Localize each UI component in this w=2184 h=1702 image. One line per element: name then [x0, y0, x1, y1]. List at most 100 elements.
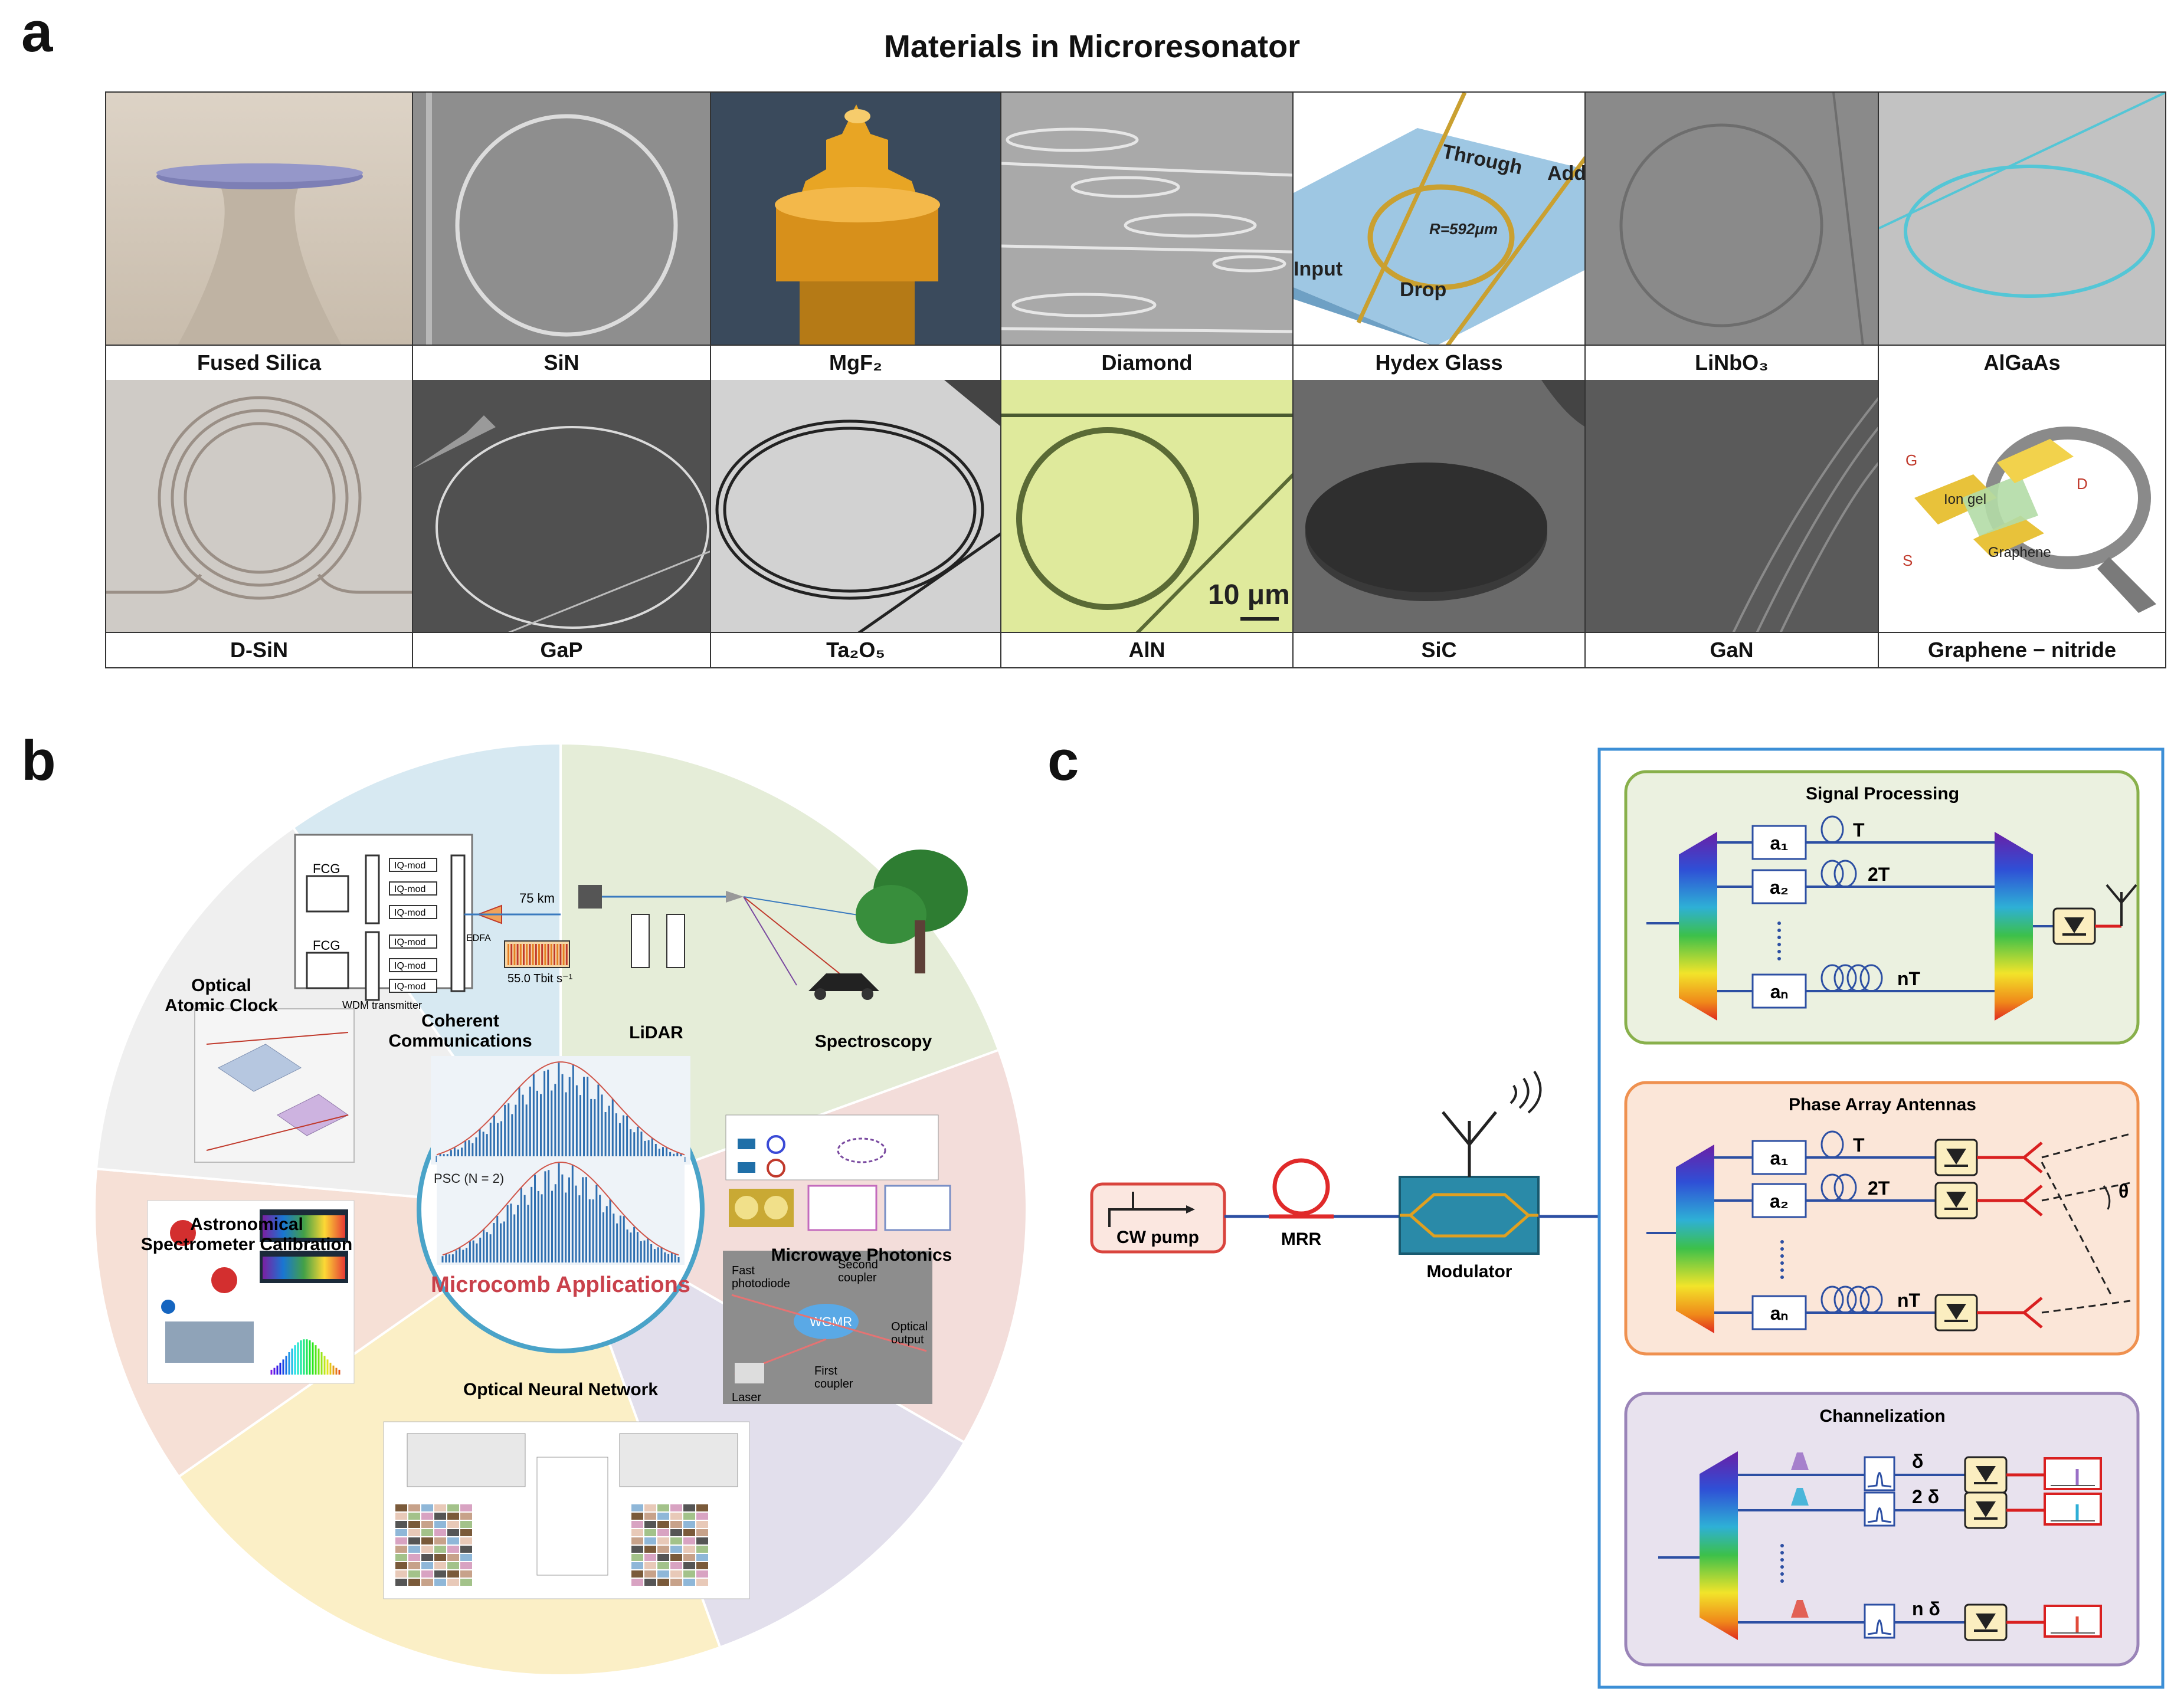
onn-cell: [408, 1537, 420, 1544]
linbo3-image: [1586, 93, 1878, 346]
photodetector-diode: [1976, 1466, 1996, 1482]
demux-prism: [1700, 1451, 1738, 1640]
ellipsis-dot: [1777, 921, 1781, 925]
delay-label: 2T: [1868, 1178, 1890, 1199]
onn-cell: [434, 1554, 446, 1561]
onn-cell: [631, 1513, 643, 1520]
onn-cell: [421, 1554, 433, 1561]
onn-cell: [421, 1521, 433, 1528]
onn-cell: [447, 1570, 459, 1578]
gan-image: [1586, 380, 1878, 633]
weight-box: [1751, 1295, 1807, 1330]
modulator-box: [1399, 1176, 1540, 1255]
onn-cell: [447, 1537, 459, 1544]
comb-background: [431, 1056, 690, 1165]
d-sin-image: [106, 380, 412, 633]
onn-cell: [644, 1562, 656, 1569]
material-cell-diamond: Diamond: [1001, 93, 1294, 380]
ellipsis-dot: [1780, 1275, 1784, 1279]
onn-cell: [631, 1570, 643, 1578]
onn-cell: [683, 1537, 695, 1544]
delta-label: δ: [1912, 1451, 1923, 1472]
onn-cell: [395, 1579, 407, 1586]
rate-bar: [554, 944, 555, 965]
iq-mod-label: IQ-mod: [394, 908, 425, 918]
weight-label: a₁: [1770, 1147, 1788, 1169]
photodetector-diode: [1946, 1149, 1966, 1165]
onn-cell: [657, 1537, 669, 1544]
rate-bar: [519, 944, 522, 965]
onn-cell: [644, 1513, 656, 1520]
material-label: SiC: [1294, 632, 1584, 667]
onn-cell: [408, 1570, 420, 1578]
onn-panel: [407, 1433, 526, 1487]
channelization-box: [1624, 1392, 2140, 1667]
onn-cell: [460, 1529, 472, 1536]
photodetector-diode: [1976, 1614, 1996, 1629]
delay-coil: [1833, 1173, 1857, 1202]
rate-bar: [541, 944, 543, 965]
filter-response: [1867, 1507, 1892, 1523]
coherent-communications-diagram: FCG FCG IQ-mod IQ-mod IQ-mod IQ-mod IQ-m…: [294, 834, 573, 1011]
onn-cell: [395, 1537, 407, 1544]
iq-mod-label: IQ-mod: [394, 937, 425, 947]
material-label: SiN: [413, 345, 710, 380]
rate-bar: [532, 944, 534, 965]
sp-antenna-icon: [2106, 884, 2137, 905]
ch-output-box: [2044, 1605, 2102, 1638]
onn-cell: [408, 1546, 420, 1553]
onn-cell: [434, 1504, 446, 1511]
onn-cell: [696, 1529, 708, 1536]
rate-bar: [535, 944, 537, 965]
graphene-g-label: G: [1905, 451, 1917, 469]
onn-cell: [657, 1562, 669, 1569]
material-label: GaN: [1586, 632, 1878, 667]
microcomb-applications-wheel: FCG FCG IQ-mod IQ-mod IQ-mod IQ-mod IQ-m…: [93, 742, 1029, 1677]
ellipsis-dot: [1780, 1565, 1784, 1569]
onn-cell: [696, 1579, 708, 1586]
onn-cell: [657, 1529, 669, 1536]
weight-box: [1751, 825, 1807, 860]
aln-scale-bar-label: 10 μm: [1208, 579, 1290, 611]
mgf2-image: [711, 93, 1000, 346]
onn-panel: [536, 1457, 608, 1576]
onn-cell: [683, 1570, 695, 1578]
onn-cell: [408, 1529, 420, 1536]
delay-label: nT: [1897, 1290, 1921, 1311]
ch-output-box: [2044, 1493, 2102, 1526]
weight-label: a₂: [1770, 1191, 1789, 1212]
delay-label: 2T: [1868, 864, 1890, 885]
iq-mod-label: IQ-mod: [394, 884, 425, 894]
rate-bar: [556, 944, 559, 965]
optical-atomic-clock-diagram: [194, 1008, 355, 1163]
material-cell-hydex: Through Add Input Drop R=592μm Hydex Gla…: [1294, 93, 1586, 380]
rate-bar: [513, 944, 516, 965]
demux-prism: [1679, 832, 1717, 1021]
onn-cell: [670, 1504, 682, 1511]
delay-coil: [1859, 964, 1883, 992]
ch-output-box: [2044, 1457, 2102, 1490]
microcomb-spectrum-top: [431, 1056, 690, 1165]
psc-label: PSC (N = 2): [434, 1171, 504, 1186]
ellipsis-dot: [1777, 943, 1781, 946]
mrr-label: MRR: [1281, 1229, 1322, 1249]
onn-cell: [670, 1570, 682, 1578]
material-label: Hydex Glass: [1294, 345, 1584, 380]
onn-cell: [657, 1554, 669, 1561]
onn-cell: [683, 1546, 695, 1553]
onn-cell: [696, 1554, 708, 1561]
onn-cell: [434, 1513, 446, 1520]
aln-image: 10 μm: [1001, 380, 1292, 633]
ellipsis-dot: [1780, 1247, 1784, 1251]
delay-coil: [1820, 1285, 1844, 1314]
material-cell-sin: SiN: [413, 93, 711, 380]
gap-image: [413, 380, 710, 633]
onn-cell: [460, 1579, 472, 1586]
delta-label: n δ: [1912, 1598, 1940, 1619]
pa-wavefront-line: [2041, 1162, 2114, 1298]
onn-cell: [460, 1504, 472, 1511]
delay-coil: [1846, 1285, 1870, 1314]
